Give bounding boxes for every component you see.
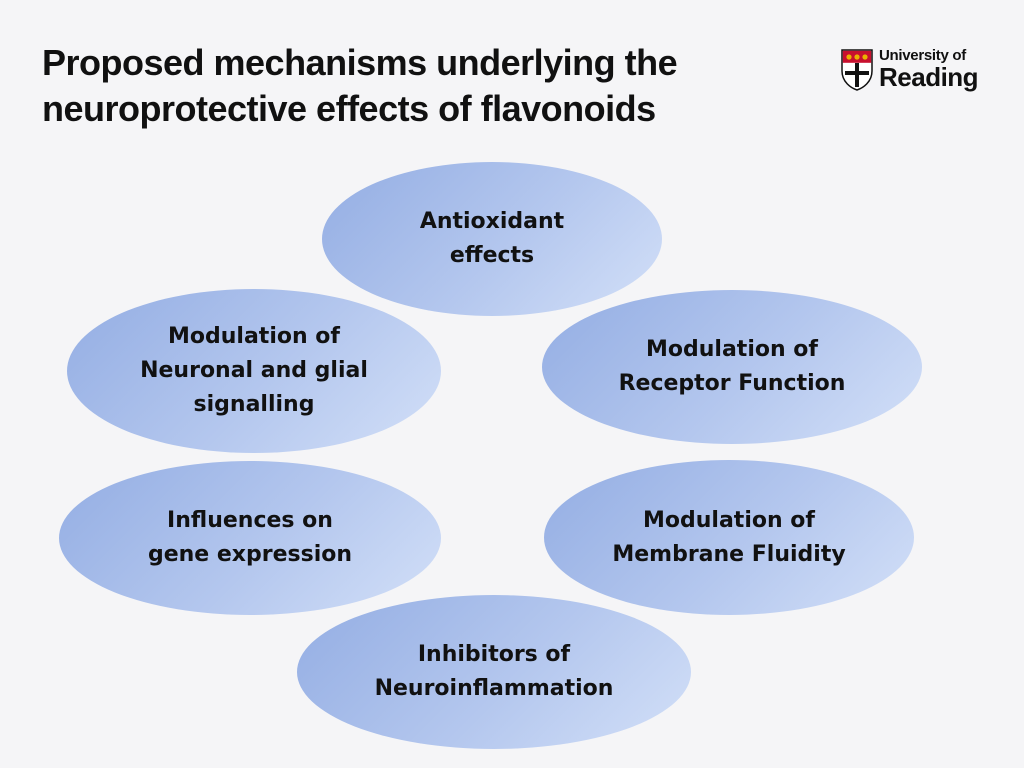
node-membrane-fluidity: Modulation of Membrane Fluidity xyxy=(544,460,914,615)
node-line: Modulation of xyxy=(643,507,815,533)
node-line: Membrane Fluidity xyxy=(612,541,846,567)
slide-title: Proposed mechanisms underlying the neuro… xyxy=(42,40,802,132)
node-line: Influences on xyxy=(167,508,333,533)
node-line: Neuroinflammation xyxy=(374,676,614,701)
node-line: Neuronal and glial xyxy=(140,358,368,383)
node-line: effects xyxy=(449,243,535,268)
node-neuroinflammation: Inhibitors of Neuroinflammation xyxy=(297,595,691,749)
node-line: gene expression xyxy=(147,542,353,567)
node-line: Inhibitors of xyxy=(417,642,571,667)
logo-line-2: Reading xyxy=(879,62,979,92)
slide-title-line-1: Proposed mechanisms underlying the xyxy=(42,42,678,83)
university-wordmark: University of Reading xyxy=(879,47,979,92)
node-line: Modulation of xyxy=(646,337,818,362)
node-line: Antioxidant xyxy=(419,209,565,234)
university-crest-icon xyxy=(841,49,873,91)
node-neuronal-glial-signalling: Modulation of Neuronal and glial signall… xyxy=(67,289,441,453)
node-line: Receptor Function xyxy=(618,371,846,396)
node-line: signalling xyxy=(193,392,315,417)
node-receptor-function: Modulation of Receptor Function xyxy=(542,290,922,444)
node-line: Modulation of xyxy=(168,324,340,349)
slide-title-line-2: neuroprotective effects of flavonoids xyxy=(42,88,656,129)
node-antioxidant-effects: Antioxidant effects xyxy=(322,162,662,316)
node-gene-expression: Influences on gene expression xyxy=(59,461,441,615)
university-logo: University of Reading xyxy=(841,47,981,95)
logo-line-1: University of xyxy=(879,47,966,64)
